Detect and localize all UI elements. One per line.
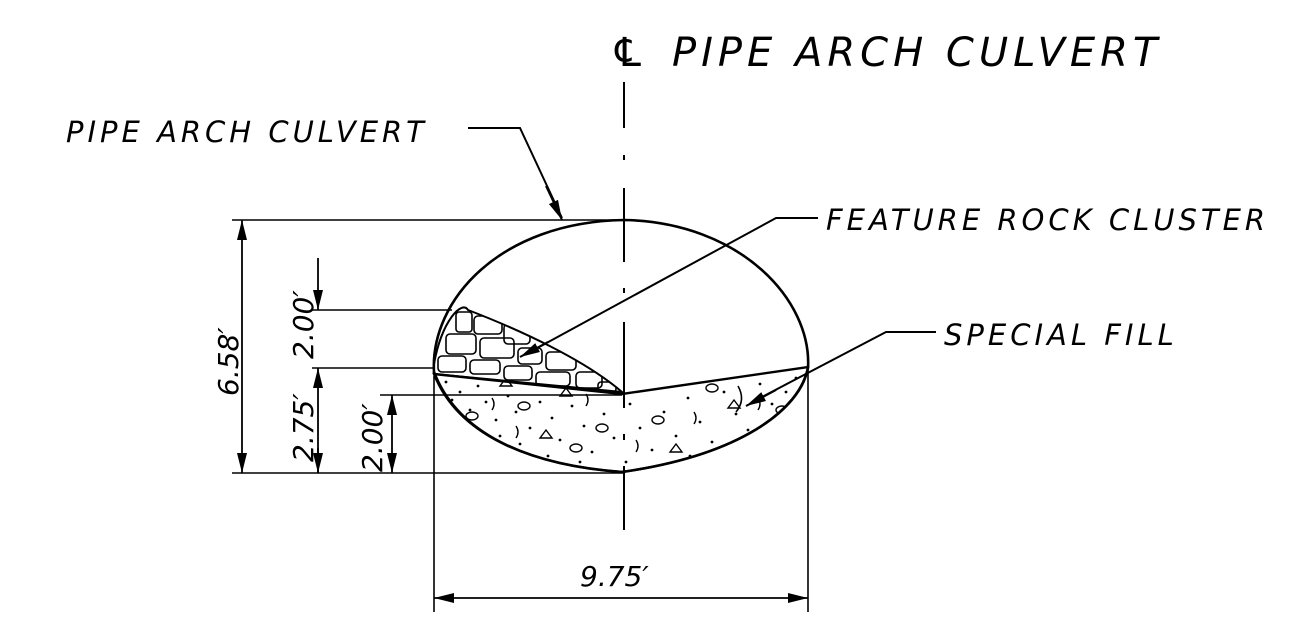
- rock-cluster: [433, 306, 626, 394]
- leader-feature-rock-cluster: [519, 217, 818, 358]
- special-fill: [432, 365, 810, 474]
- dim-rock-top-height: 2.75′: [287, 393, 320, 462]
- dim-fill-depth: 2.00′: [356, 403, 389, 472]
- callout-feature-rock-cluster: FEATURE ROCK CLUSTER: [826, 203, 1269, 237]
- dim-rock-band-height: 2.00′: [287, 290, 320, 359]
- leader-special-fill: [735, 331, 936, 413]
- callout-pipe-arch-culvert: PIPE ARCH CULVERT: [66, 115, 428, 149]
- dimension-lines: [237, 220, 808, 603]
- drawing-title: PIPE ARCH CULVERT: [672, 30, 1162, 76]
- dim-span: 9.75′: [580, 560, 649, 593]
- leader-pipe-arch-culvert: [468, 127, 563, 221]
- centerline-symbol: ℄: [610, 30, 651, 76]
- dim-total-rise: 6.58′: [212, 327, 245, 396]
- callout-special-fill: SPECIAL FILL: [944, 318, 1178, 352]
- pipe-arch-outline: [432, 218, 810, 474]
- extension-lines: [232, 219, 809, 612]
